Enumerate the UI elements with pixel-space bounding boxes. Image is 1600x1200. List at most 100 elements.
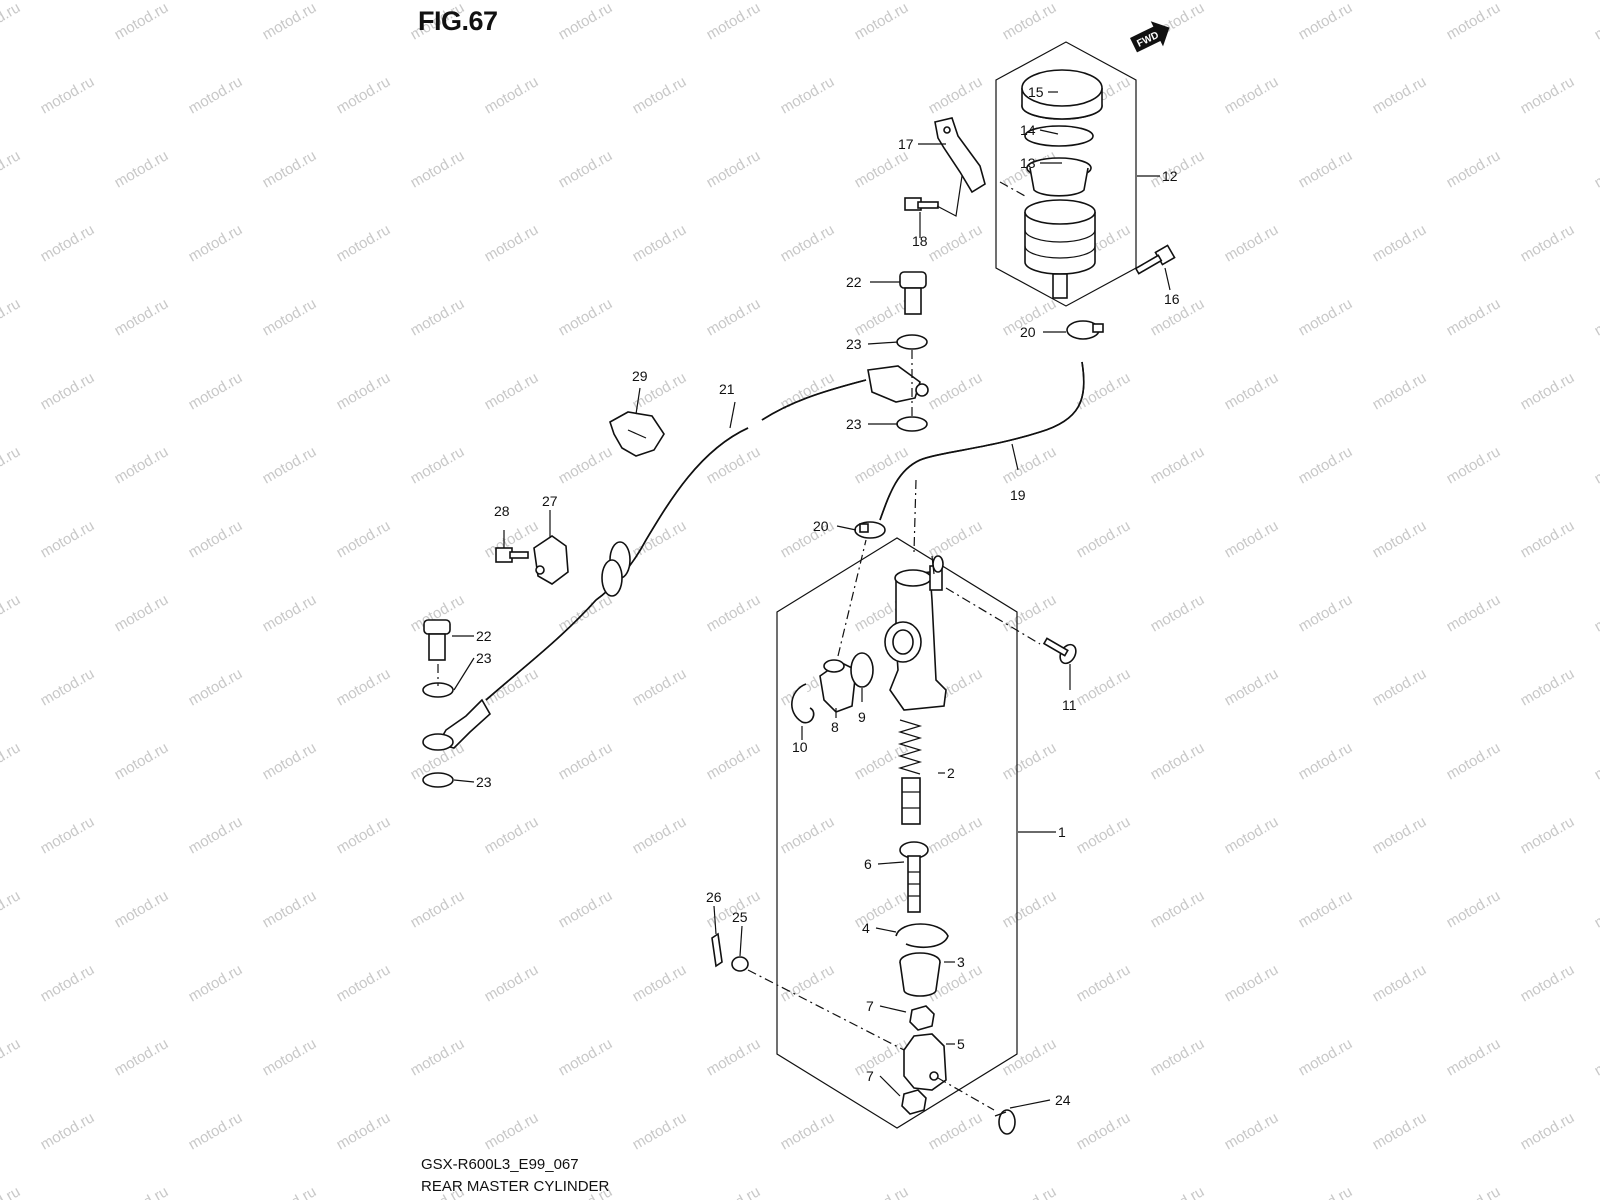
watermark-text: motod.ru <box>1592 147 1600 191</box>
watermark-text: motod.ru <box>556 739 616 783</box>
watermark-text: motod.ru <box>1518 961 1578 1005</box>
watermark-text: motod.ru <box>38 221 98 265</box>
watermark-text: motod.ru <box>704 443 764 487</box>
push-rod-part <box>899 841 929 913</box>
watermark-text: motod.ru <box>186 73 246 117</box>
watermark-text: motod.ru <box>482 369 542 413</box>
watermark-text: motod.ru <box>112 0 172 43</box>
callout-23-upper-a: 23 <box>846 336 862 352</box>
watermark-text: motod.ru <box>112 295 172 339</box>
watermark-text: motod.ru <box>1296 443 1356 487</box>
watermark-text: motod.ru <box>852 0 912 43</box>
watermark-text: motod.ru <box>1000 1183 1060 1200</box>
watermark-text: motod.ru <box>1074 517 1134 561</box>
callout-16: 16 <box>1164 291 1180 307</box>
watermark-text: motod.ru <box>630 221 690 265</box>
callout-27: 27 <box>542 493 558 509</box>
callout-4: 4 <box>862 920 870 936</box>
watermark-text: motod.ru <box>778 813 838 857</box>
watermark-text: motod.ru <box>186 961 246 1005</box>
watermark-text: motod.ru <box>1444 0 1504 43</box>
reservoir-hose-part <box>879 361 1085 521</box>
watermark-text: motod.ru <box>1592 887 1600 931</box>
watermark-text: motod.ru <box>260 591 320 635</box>
callout-10: 10 <box>792 739 808 755</box>
washer-lower-b-part <box>422 733 454 751</box>
watermark-text: motod.ru <box>1222 369 1282 413</box>
watermark-text: motod.ru <box>112 887 172 931</box>
watermark-text: motod.ru <box>630 961 690 1005</box>
inlet-connector-part <box>819 659 857 713</box>
union-bolt-lower-part <box>423 619 451 661</box>
diagram-code: GSX-R600L3_E99_067 <box>421 1156 579 1173</box>
watermark-text: motod.ru <box>1592 1183 1600 1200</box>
watermark-text: motod.ru <box>926 73 986 117</box>
watermark-text: motod.ru <box>1444 295 1504 339</box>
snap-ring-part <box>895 923 949 949</box>
watermark-text: motod.ru <box>260 443 320 487</box>
watermark-text: motod.ru <box>1000 887 1060 931</box>
callout-23-lower-a: 23 <box>476 650 492 666</box>
watermark-text: motod.ru <box>260 0 320 43</box>
callout-24: 24 <box>1055 1092 1071 1108</box>
watermark-text: motod.ru <box>556 147 616 191</box>
callout-7-upper: 7 <box>866 998 874 1014</box>
watermark-text: motod.ru <box>926 221 986 265</box>
callout-15: 15 <box>1028 84 1044 100</box>
clevis-pin-part <box>994 1109 1016 1135</box>
watermark-text: motod.ru <box>186 221 246 265</box>
watermark-text: motod.ru <box>1444 591 1504 635</box>
piston-spring-part <box>897 719 923 825</box>
watermark-text: motod.ru <box>1518 369 1578 413</box>
watermark-text: motod.ru <box>112 591 172 635</box>
callout-18: 18 <box>912 233 928 249</box>
watermark-text: motod.ru <box>482 813 542 857</box>
reservoir-bracket-part <box>934 117 986 194</box>
watermark-text: motod.ru <box>630 517 690 561</box>
dust-boot-part <box>899 952 941 997</box>
watermark-text: motod.ru <box>704 1035 764 1079</box>
watermark-text: motod.ru <box>408 1035 468 1079</box>
brake-hose-part <box>436 365 929 749</box>
master-cylinder-body-part <box>884 555 947 711</box>
lock-nut-lower-part <box>901 1089 927 1115</box>
callout-11: 11 <box>1062 697 1077 713</box>
watermark-text: motod.ru <box>1444 147 1504 191</box>
watermark-text: motod.ru <box>852 1035 912 1079</box>
watermark-text: motod.ru <box>38 1109 98 1153</box>
watermark-text: motod.ru <box>556 443 616 487</box>
watermark-text: motod.ru <box>38 813 98 857</box>
watermark-text: motod.ru <box>334 813 394 857</box>
watermark-text: motod.ru <box>186 517 246 561</box>
watermark-text: motod.ru <box>186 665 246 709</box>
watermark-text: motod.ru <box>260 295 320 339</box>
watermark-text: motod.ru <box>1592 1035 1600 1079</box>
reservoir-tank-part <box>1024 199 1096 299</box>
watermark-text: motod.ru <box>704 295 764 339</box>
watermark-text: motod.ru <box>38 517 98 561</box>
watermark-text: motod.ru <box>1000 591 1060 635</box>
watermark-text: motod.ru <box>926 369 986 413</box>
watermark-text: motod.ru <box>0 147 23 191</box>
watermark-text: motod.ru <box>408 887 468 931</box>
watermark-text: motod.ru <box>334 517 394 561</box>
watermark-text: motod.ru <box>852 887 912 931</box>
watermark-text: motod.ru <box>704 1183 764 1200</box>
watermark-text: motod.ru <box>1296 0 1356 43</box>
watermark-text: motod.ru <box>852 443 912 487</box>
hose-clamp-part <box>609 411 665 457</box>
watermark-text: motod.ru <box>556 0 616 43</box>
washer-pin-part <box>731 956 749 972</box>
callout-5: 5 <box>957 1036 965 1052</box>
watermark-text: motod.ru <box>1222 517 1282 561</box>
callout-20-upper: 20 <box>1020 324 1036 340</box>
watermark-text: motod.ru <box>334 369 394 413</box>
watermark-text: motod.ru <box>926 813 986 857</box>
watermark-text: motod.ru <box>408 295 468 339</box>
hose-clip-upper-part <box>1066 320 1104 340</box>
watermark-text: motod.ru <box>1518 73 1578 117</box>
clevis-part <box>903 1033 947 1091</box>
watermark-text: motod.ru <box>1518 517 1578 561</box>
watermark-text: motod.ru <box>1222 665 1282 709</box>
callout-23-lower-b: 23 <box>476 774 492 790</box>
